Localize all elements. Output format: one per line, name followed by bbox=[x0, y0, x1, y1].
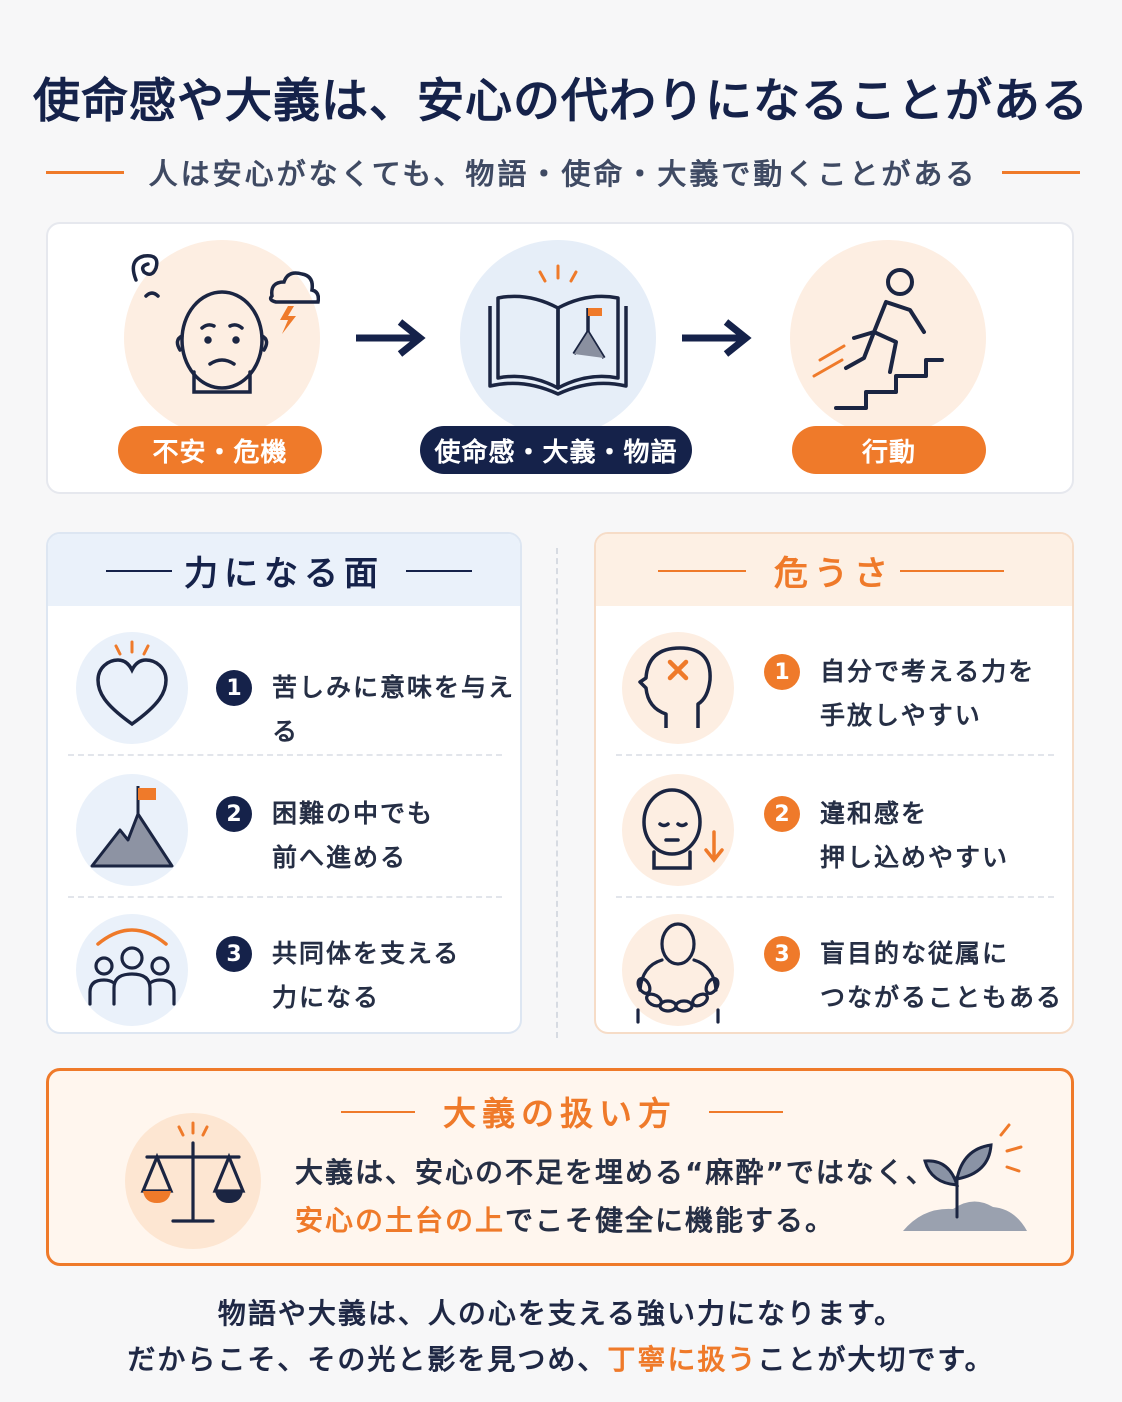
panel-divider bbox=[556, 548, 558, 1038]
item-line-2: 押し込めやすい bbox=[820, 843, 1010, 872]
flow-card: 不安・危機 使命感・大義・物語 bbox=[46, 222, 1074, 494]
heart-icon bbox=[76, 632, 188, 744]
item-text: 苦しみに意味を与える bbox=[272, 666, 520, 754]
footer-line-2-post: ことが大切です。 bbox=[757, 1343, 995, 1376]
item-number: 1 bbox=[764, 654, 800, 690]
arrow-right-icon bbox=[680, 318, 756, 362]
header-rule bbox=[900, 570, 1004, 572]
anxious-face-icon bbox=[124, 240, 321, 436]
guide-highlight: 安心の土台の上 bbox=[295, 1204, 506, 1237]
head-x-icon bbox=[622, 632, 734, 744]
risk-panel-header: 危うさ bbox=[596, 534, 1072, 606]
guide-line-2-rest: でこそ健全に機能する。 bbox=[505, 1204, 836, 1237]
sad-head-icon bbox=[622, 774, 734, 886]
header-rule bbox=[341, 1111, 415, 1113]
item-number: 3 bbox=[216, 936, 252, 972]
item-number: 2 bbox=[764, 796, 800, 832]
step-pill-mission: 使命感・大義・物語 bbox=[420, 426, 692, 474]
item-text: 盲目的な従属に つながることもある bbox=[820, 932, 1063, 1020]
list-item: 3 共同体を支える 力になる bbox=[48, 900, 520, 1032]
item-line-1: 苦しみに意味を与える bbox=[272, 673, 516, 746]
header-rule bbox=[658, 570, 746, 572]
item-line-2: 力になる bbox=[272, 983, 381, 1012]
item-number: 1 bbox=[216, 670, 252, 706]
item-line-2: 前へ進める bbox=[272, 843, 408, 872]
list-item: 3 盲目的な従属に つながることもある bbox=[596, 900, 1072, 1032]
mountain-flag-icon bbox=[76, 774, 188, 886]
running-person-icon bbox=[790, 240, 986, 436]
item-text: 違和感を 押し込めやすい bbox=[820, 792, 1009, 880]
item-line-1: 違和感を bbox=[820, 799, 929, 828]
list-item: 2 違和感を 押し込めやすい bbox=[596, 760, 1072, 900]
item-line-1: 自分で考える力を bbox=[820, 657, 1036, 686]
risk-panel-title: 危うさ bbox=[774, 553, 894, 594]
list-item: 2 困難の中でも 前へ進める bbox=[48, 760, 520, 900]
guide-line-2: 安心の土台の上でこそ健全に機能する。 bbox=[295, 1199, 835, 1239]
item-number: 3 bbox=[764, 936, 800, 972]
guide-header: 大義の扱い方 bbox=[49, 1089, 1071, 1133]
row-divider bbox=[616, 754, 1054, 756]
footer-line-2-pre: だからこそ、その光と影を見つめ、 bbox=[127, 1343, 608, 1376]
scale-icon bbox=[125, 1113, 261, 1249]
row-divider bbox=[68, 754, 502, 756]
guide-title: 大義の扱い方 bbox=[443, 1094, 677, 1133]
list-item: 1 自分で考える力を 手放しやすい bbox=[596, 618, 1072, 758]
book-icon bbox=[460, 240, 656, 436]
item-text: 困難の中でも 前へ進める bbox=[272, 792, 434, 880]
footer-highlight: 丁寧に扱う bbox=[607, 1343, 758, 1376]
item-line-1: 困難の中でも bbox=[272, 799, 435, 828]
positive-panel: 力になる面 1 苦しみに意味を与える bbox=[46, 532, 522, 1034]
arrow-right-icon bbox=[354, 318, 430, 362]
item-line-2: つながることもある bbox=[820, 983, 1064, 1012]
risk-panel: 危うさ 1 自分で考える力を 手放しやすい bbox=[594, 532, 1074, 1034]
positive-panel-title: 力になる面 bbox=[184, 553, 384, 594]
item-line-1: 共同体を支える bbox=[272, 939, 461, 968]
item-line-1: 盲目的な従属に bbox=[820, 939, 1010, 968]
sprout-icon bbox=[895, 1121, 1035, 1241]
chained-person-icon bbox=[622, 914, 734, 1026]
list-item: 1 苦しみに意味を与える bbox=[48, 618, 520, 758]
subtitle-rule-right bbox=[1002, 171, 1080, 174]
row-divider bbox=[68, 896, 502, 898]
subtitle-row: 人は安心がなくても、物語・使命・大義で動くことがある bbox=[46, 150, 1080, 194]
footer-line-2: だからこそ、その光と影を見つめ、丁寧に扱うことが大切です。 bbox=[0, 1338, 1122, 1378]
guide-box: 大義の扱い方 大義は、安心の不足を埋める“麻酔”ではなく、 安心の土台の上でこそ… bbox=[46, 1068, 1074, 1266]
item-text: 自分で考える力を 手放しやすい bbox=[820, 650, 1035, 738]
subtitle-rule-left bbox=[46, 171, 124, 174]
item-number: 2 bbox=[216, 796, 252, 832]
header-rule bbox=[106, 570, 172, 572]
header-rule bbox=[709, 1111, 783, 1113]
step-pill-anxiety: 不安・危機 bbox=[118, 426, 322, 474]
item-text: 共同体を支える 力になる bbox=[272, 932, 460, 1020]
page-title: 使命感や大義は、安心の代わりになることがある bbox=[33, 74, 1089, 129]
footer-line-1: 物語や大義は、人の心を支える強い力になります。 bbox=[217, 1297, 905, 1330]
subtitle: 人は安心がなくても、物語・使命・大義で動くことがある bbox=[148, 157, 978, 191]
step-pill-action: 行動 bbox=[792, 426, 986, 474]
community-icon bbox=[76, 914, 188, 1026]
row-divider bbox=[616, 896, 1054, 898]
guide-line-1: 大義は、安心の不足を埋める“麻酔”ではなく、 bbox=[295, 1156, 936, 1189]
item-line-2: 手放しやすい bbox=[820, 701, 982, 730]
header-rule bbox=[406, 570, 472, 572]
positive-panel-header: 力になる面 bbox=[48, 534, 520, 606]
